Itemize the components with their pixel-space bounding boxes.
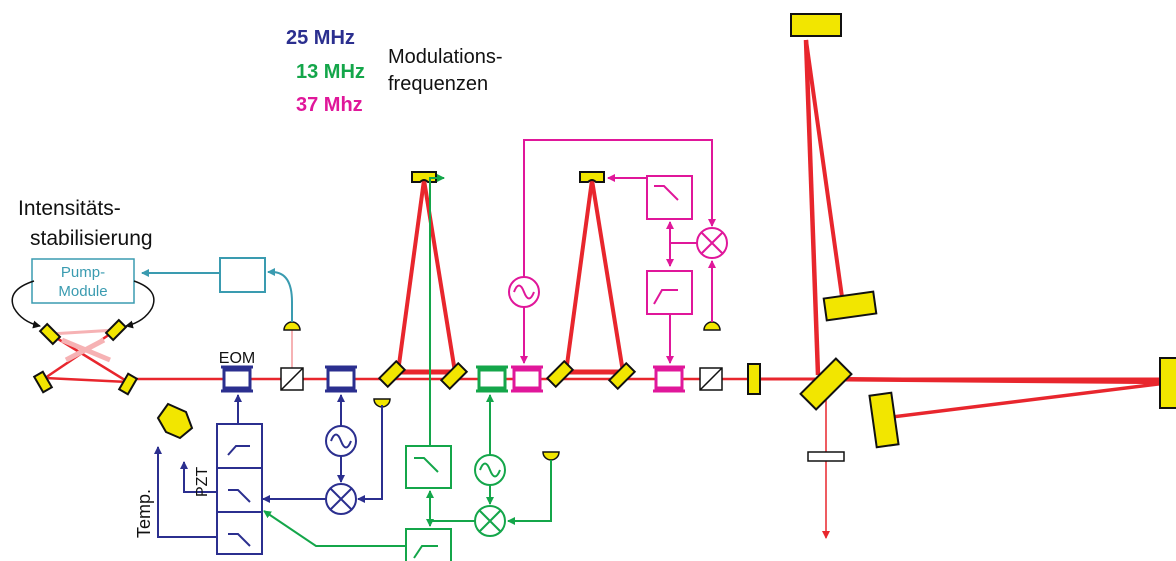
output-window [807, 451, 845, 462]
freq-37mhz-label: 37 Mhz [296, 94, 363, 116]
lens [747, 363, 761, 395]
photodiode-pdh1 [373, 398, 391, 408]
freq-13mhz-label: 13 MHz [296, 61, 365, 83]
eom-label: EOM [219, 350, 255, 367]
ring-mirror-2 [104, 318, 128, 342]
green-loop [263, 174, 552, 561]
temp-label: Temp. [134, 489, 154, 538]
blue-loop [154, 394, 383, 555]
stabilization-label-line1: Intensitäts- [18, 197, 121, 220]
pump-module-label-line2: Module [58, 283, 107, 300]
stabilization-label-line2: stabilisierung [30, 227, 153, 250]
photodiode-intensity [283, 321, 301, 331]
ring-mirror-4 [117, 372, 139, 396]
legend-title-line2: frequenzen [388, 73, 489, 95]
big-cavity-top-mirror [790, 13, 842, 37]
big-cavity-end-mirror [1159, 357, 1176, 409]
cavity2-curved-mirror [579, 171, 605, 183]
ring-mirror-1 [38, 322, 62, 346]
big-cavity-right-mirror [822, 290, 878, 322]
photodiode-pdh2 [542, 451, 560, 461]
photodiode-pdh3 [703, 321, 721, 331]
magenta-loop [508, 139, 728, 364]
cavity2-mirror-out [607, 361, 637, 391]
freq-25mhz-label: 25 MHz [286, 27, 355, 49]
pump-module-label-line1: Pump- [61, 264, 105, 281]
big-cavity-input-mirror [799, 357, 853, 411]
legend-title-line1: Modulations- [388, 46, 503, 68]
pump-fibers [11, 280, 155, 329]
intensity-loop [31, 257, 293, 322]
big-cavity-lower-mirror [868, 391, 900, 449]
pzt-label: PZT [194, 467, 211, 497]
eoms [221, 365, 685, 393]
ring-mirror-3 [32, 370, 54, 394]
laser-crystal [156, 402, 194, 440]
cavity1-mirror-out [439, 361, 469, 391]
cavity2-mirror-in [545, 359, 575, 389]
cavity1-mirror-in [377, 359, 407, 389]
mirrors [32, 13, 1176, 449]
photodiodes [283, 321, 721, 461]
laser-beams [44, 39, 1167, 539]
beam-splitters [280, 367, 723, 391]
